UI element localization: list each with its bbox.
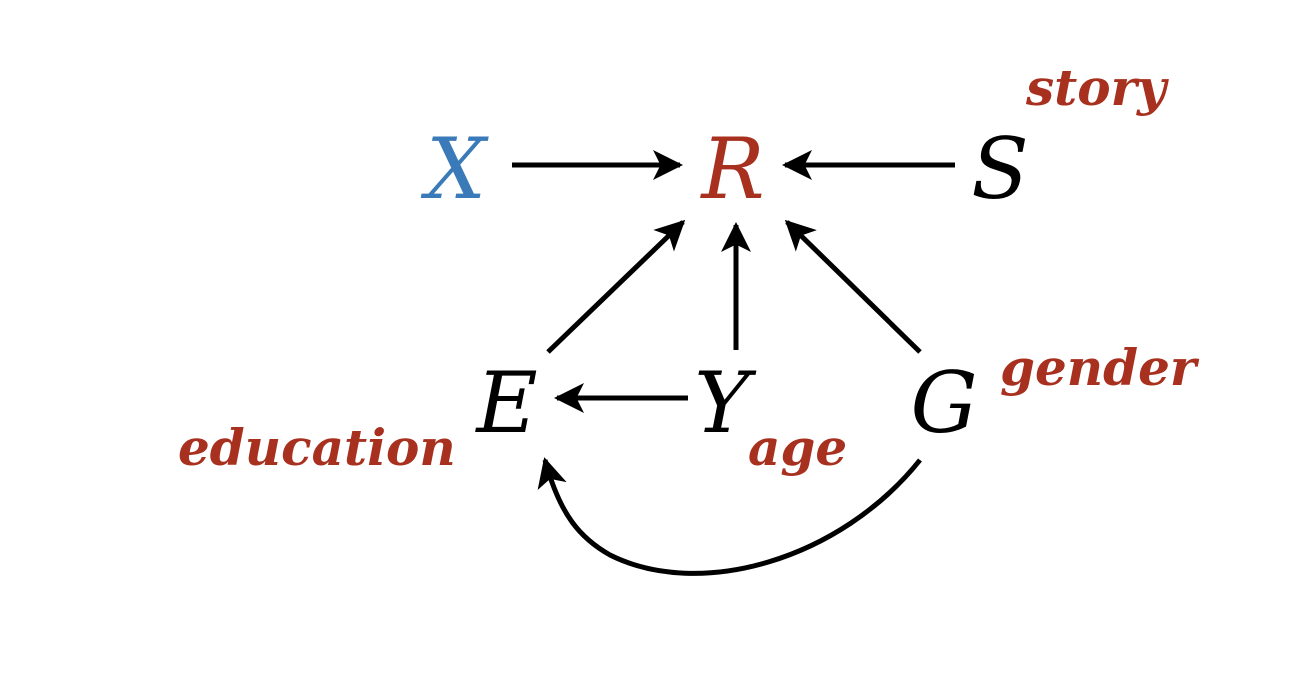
label-story: story	[1025, 58, 1169, 117]
edge-e-to-r	[546, 219, 686, 354]
node-y: Y	[694, 354, 757, 452]
node-s: S	[971, 120, 1029, 218]
node-x: X	[420, 120, 489, 218]
node-g: G	[910, 354, 977, 452]
node-r: R	[699, 120, 764, 218]
label-education: education	[178, 418, 456, 477]
label-age: age	[748, 418, 847, 477]
node-e: E	[474, 354, 537, 452]
label-gender: gender	[1000, 338, 1200, 397]
edge-g-to-r	[784, 219, 922, 354]
edge-g-to-e	[537, 457, 922, 576]
